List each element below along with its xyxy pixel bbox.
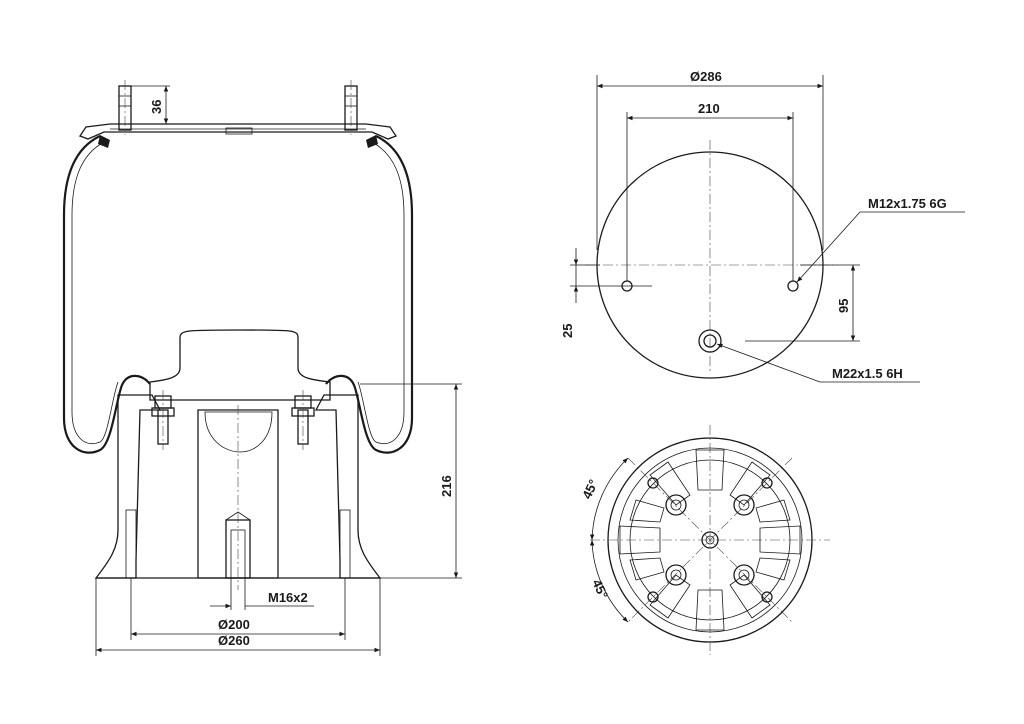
dim-stud-height: 36 xyxy=(131,85,170,125)
stud-hole-left xyxy=(600,280,652,292)
bellows xyxy=(62,135,414,454)
side-view: 36 216 M16x2 Ø200 Ø26 xyxy=(62,80,462,656)
top-stud-right xyxy=(344,80,358,135)
dim-air-thread-label: M22x1.5 6H xyxy=(832,366,903,381)
stud-hole-right xyxy=(787,280,799,292)
bolt-holes xyxy=(647,477,773,603)
dim-offset-v: 95 xyxy=(745,264,860,342)
dim-thread: M16x2 xyxy=(210,578,314,610)
dim-stud-spacing: 210 xyxy=(626,101,794,281)
dim-top-diameter: Ø286 xyxy=(596,69,824,250)
dim-outer-dia-label: Ø260 xyxy=(218,633,250,648)
piston xyxy=(94,394,382,590)
top-stud-left xyxy=(118,80,132,135)
dim-top-diameter-label: Ø286 xyxy=(690,69,722,84)
dim-air-thread: M22x1.5 6H xyxy=(716,343,920,383)
dim-inner-dia-label: Ø200 xyxy=(218,617,250,632)
dim-angle-bottom-label: 45° xyxy=(589,577,611,601)
clamp-bolt-right xyxy=(291,390,315,450)
bottom-view: 45° 45° xyxy=(579,425,830,655)
dim-inner-dia: Ø200 xyxy=(130,578,346,640)
dim-angle-top: 45° xyxy=(579,457,629,541)
top-view: Ø286 210 M12x1.75 6G 95 xyxy=(560,69,965,383)
dim-outer-dia: Ø260 xyxy=(95,578,381,656)
clamp-bolt-left xyxy=(151,390,175,450)
dim-stud-thread: M12x1.75 6G xyxy=(796,196,965,283)
dim-height-label: 216 xyxy=(439,475,454,497)
dim-angle-top-label: 45° xyxy=(579,477,601,501)
dim-thread-label: M16x2 xyxy=(268,590,308,605)
top-plate xyxy=(79,123,397,140)
dim-stud-thread-label: M12x1.75 6G xyxy=(868,196,947,211)
dim-offset-v-label: 95 xyxy=(836,299,851,313)
dim-stud-spacing-label: 210 xyxy=(698,101,720,116)
air-port xyxy=(698,329,722,353)
dim-offset-small: 25 xyxy=(560,248,600,338)
dim-height: 216 xyxy=(360,383,462,579)
piston-ribs xyxy=(619,449,801,631)
dim-stud-height-label: 36 xyxy=(149,100,164,114)
dim-offset-small-label: 25 xyxy=(560,324,575,338)
bumper xyxy=(149,329,331,401)
